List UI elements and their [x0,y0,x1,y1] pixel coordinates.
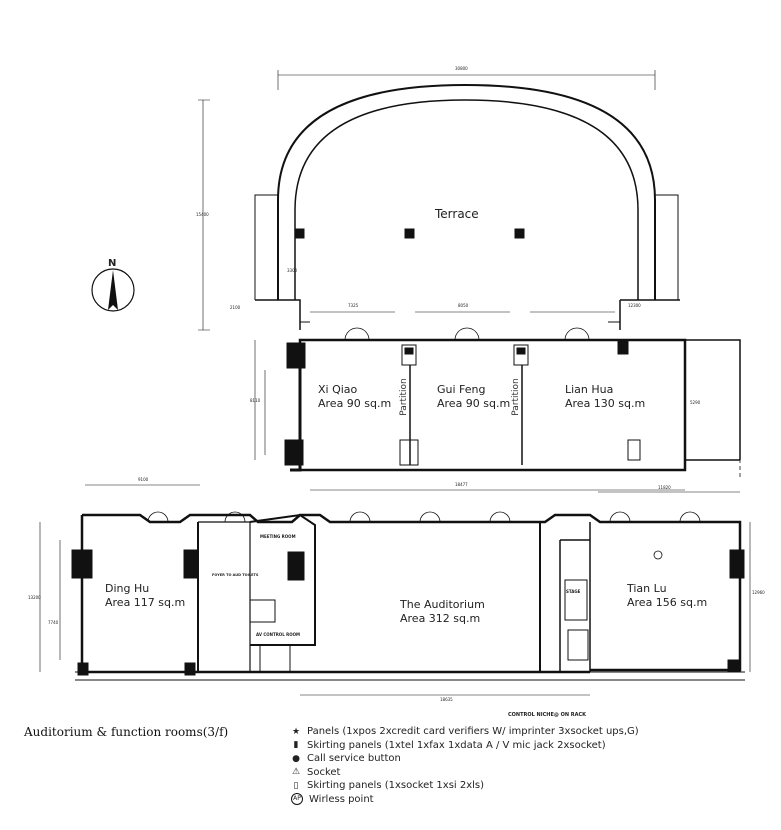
skirting-small-icon: ▯ [293,780,299,791]
terrace-label: Terrace [435,207,479,221]
north-label: N [108,258,117,269]
room-name: Lian Hua [565,383,614,396]
legend-text: Skirting panels (1xsocket 1xsi 2xls) [307,780,485,792]
dim-tian-lu-h: 12960 [752,590,765,595]
dim-lian-hua-w: 12300 [628,303,641,308]
socket-icon: ⚠ [291,767,301,778]
room-area: Area 117 sq.m [105,596,186,609]
dim-ding-hu-h: 13200 [28,595,41,600]
room-area: Area 130 sq.m [565,397,646,410]
dim-top: 30800 [455,66,468,71]
legend-item: ▮ Skirting panels (1xtel 1xfax 1xdata A … [285,739,639,753]
room-ding-hu[interactable]: Ding Hu Area 117 sq.m [105,582,185,610]
legend: ★ Panels (1xpos 2xcredit card verifiers … [285,725,639,806]
dim-xi-qiao-w: 7325 [348,303,359,308]
wireless-icon: AP [291,793,303,806]
legend-item: ⚠ Socket [285,766,639,780]
room-area: Area 312 sq.m [400,612,481,625]
room-name: Xi Qiao [318,383,358,396]
dim-left-block: 9100 [138,477,149,482]
legend-item: AP Wirless point [285,793,639,807]
dim-right-block: 11820 [658,485,671,490]
dim-ding-hu-inner: 7740 [48,620,59,625]
plan-caption: Auditorium & function rooms(3/f) [24,725,229,739]
compass-icon [91,268,135,312]
lower-block-outline [82,513,742,672]
legend-item: ● Call service button [285,752,639,766]
room-name: Gui Feng [437,383,486,396]
legend-text: Panels (1xpos 2xcredit card verifiers W/… [307,726,639,738]
room-xi-qiao[interactable]: Xi Qiao Area 90 sq.m [318,383,391,411]
stage-label: STAGE [566,589,581,594]
room-name: The Auditorium [400,598,485,611]
dim-auditorium-bottom: 18635 [440,697,453,702]
legend-text: Socket [307,766,341,778]
dim-lian-hua-h: 5290 [690,400,701,405]
room-lian-hua[interactable]: Lian Hua Area 130 sq.m [565,383,645,411]
room-auditorium[interactable]: The Auditorium Area 312 sq.m [400,598,485,626]
dim-terrace-height: 15400 [196,212,209,217]
room-tian-lu[interactable]: Tian Lu Area 156 sq.m [627,582,707,610]
room-area: Area 156 sq.m [627,596,708,609]
room-area: Area 90 sq.m [437,397,511,410]
legend-item: ★ Panels (1xpos 2xcredit card verifiers … [285,725,639,739]
legend-item: ▯ Skirting panels (1xsocket 1xsi 2xls) [285,779,639,793]
skirting-panel-icon: ▮ [293,740,299,751]
room-name: Ding Hu [105,582,150,595]
partition-label-2: Partition [510,378,521,416]
dim-row-bottom: 18477 [455,482,468,487]
star-icon: ★ [291,726,301,737]
control-niche-label: CONTROL NICHE@ ON RACK [508,712,587,718]
meeting-room-label: MEETING ROOM [260,534,296,539]
control-room-label: AV CONTROL ROOM [256,632,301,637]
legend-text: Call service button [307,753,401,765]
dim-gui-feng-w: 8050 [458,303,469,308]
dim-terrace-inner: 3300 [287,268,298,273]
partition-label-1: Partition [398,378,409,416]
foyer-label: FOYER TO AUD TOILETS [212,573,259,577]
call-button-icon: ● [292,753,300,764]
legend-text: Wirless point [309,793,374,805]
terrace-outline [277,83,656,300]
dim-xi-h: 8110 [250,398,261,403]
legend-text: Skirting panels (1xtel 1xfax 1xdata A / … [307,739,606,751]
room-gui-feng[interactable]: Gui Feng Area 90 sq.m [437,383,510,411]
terrace-inner-outline [294,99,639,300]
room-name: Tian Lu [627,582,667,595]
dim-terrace-offset: 2100 [230,305,241,310]
room-area: Area 90 sq.m [318,397,392,410]
